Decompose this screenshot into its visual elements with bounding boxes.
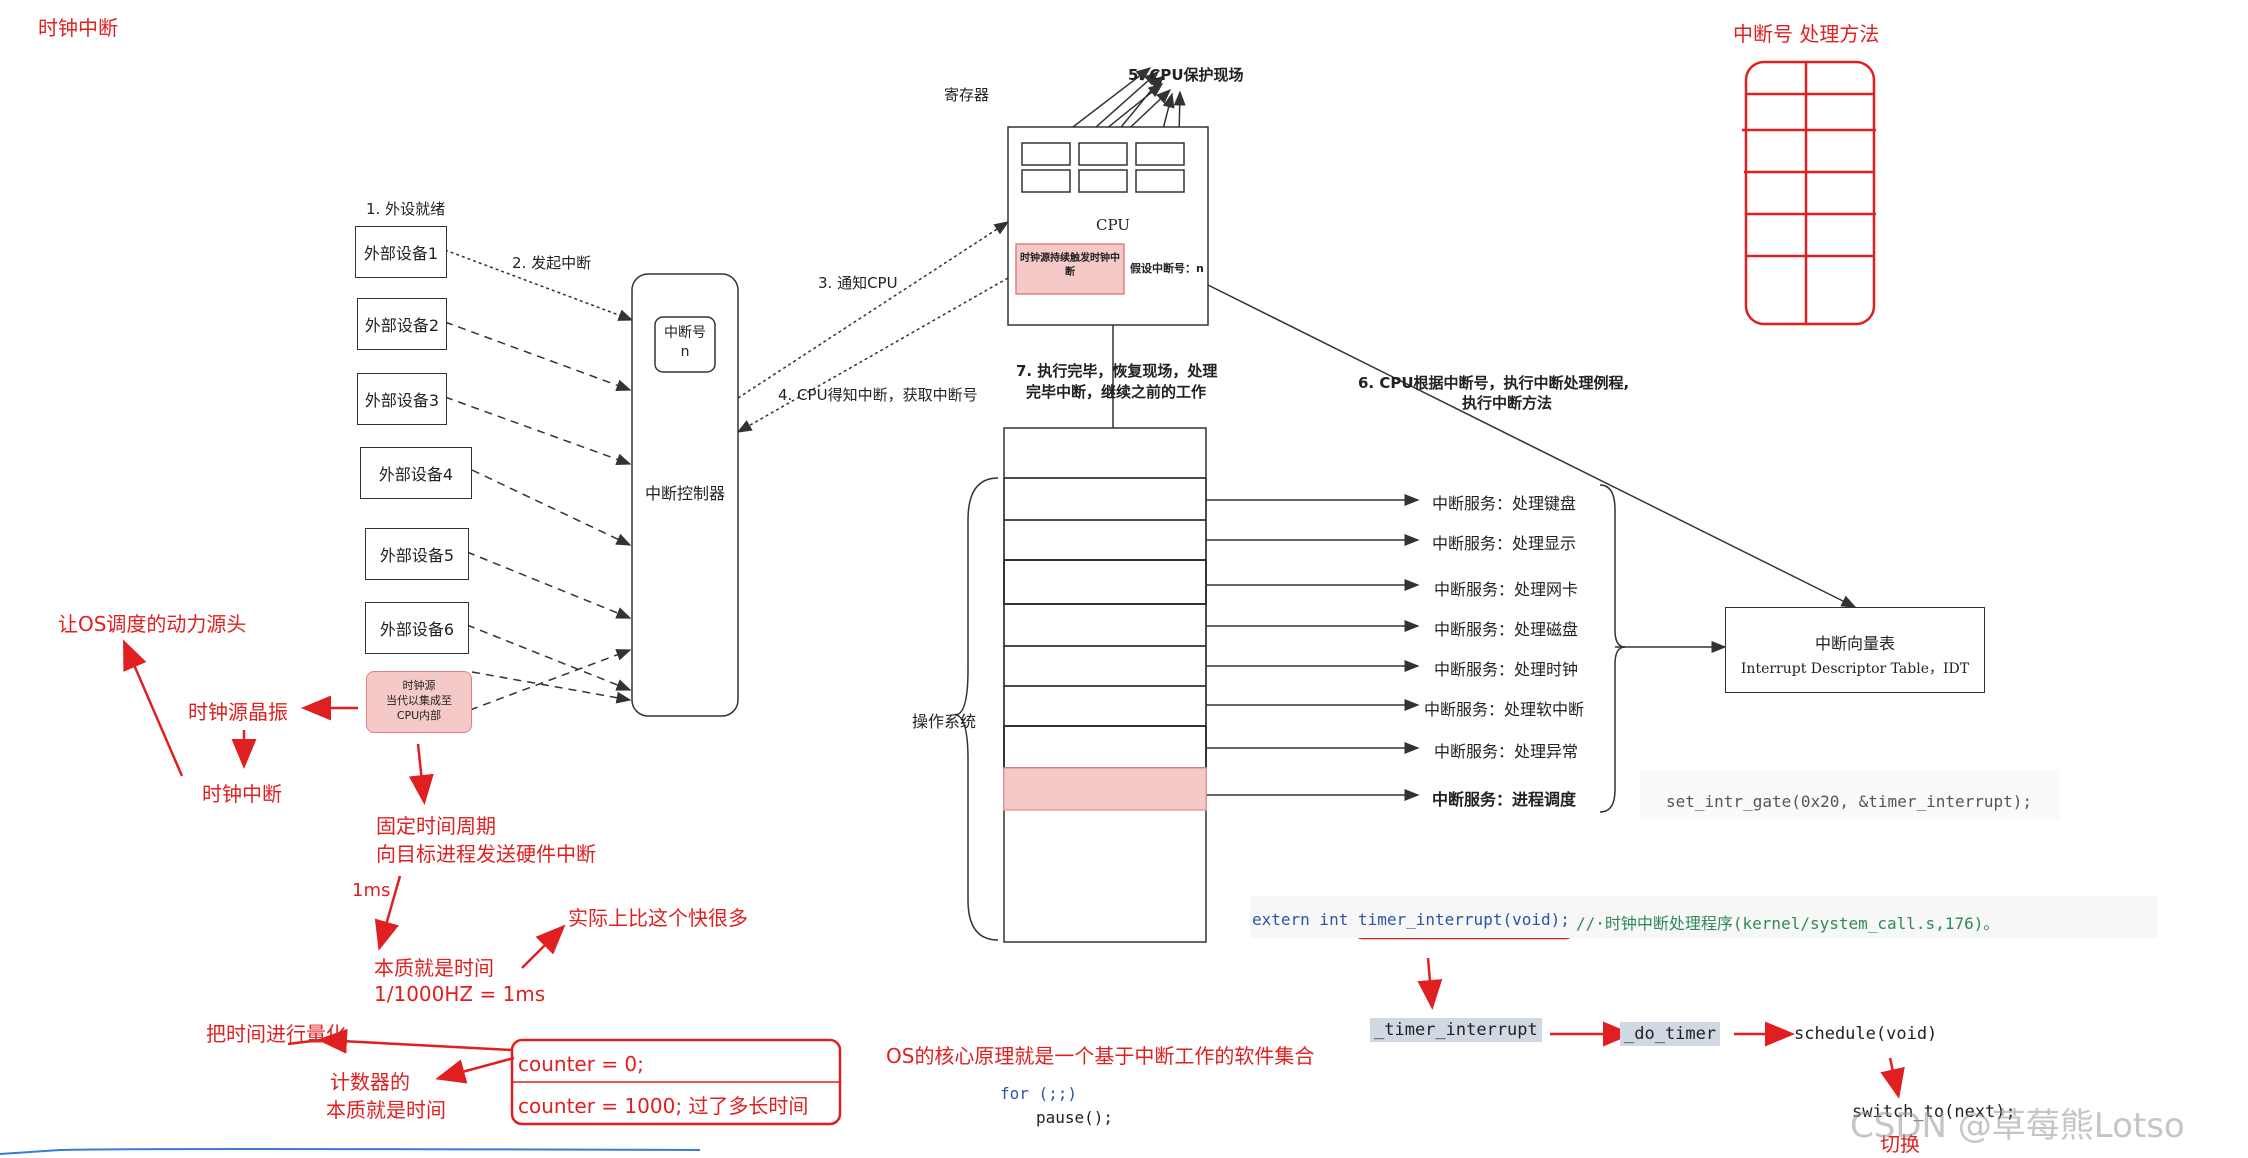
service-network: 中断服务：处理网卡 xyxy=(1434,580,1579,599)
service-softirq: 中断服务：处理软中断 xyxy=(1424,700,1585,719)
page-title: 时钟中断 xyxy=(38,16,118,40)
register-label: 寄存器 xyxy=(944,86,990,104)
idt-box: 中断向量表 Interrupt Descriptor Table，IDT xyxy=(1725,607,1985,693)
code-extern-bg xyxy=(1250,896,2158,938)
step3-label: 3. 通知CPU xyxy=(818,274,898,292)
code-extern-comment: //·时钟中断处理程序(kernel/system_call.s,176)。 xyxy=(1576,914,2000,933)
device-6: 外部设备6 xyxy=(365,602,469,654)
service-clock: 中断服务：处理时钟 xyxy=(1434,660,1579,679)
os-label: 操作系统 xyxy=(912,712,977,731)
cpu-label: CPU xyxy=(1096,216,1130,234)
assumed-irq-label: 假设中断号：n xyxy=(1130,262,1204,275)
note-crystal: 时钟源晶振 xyxy=(188,700,288,724)
device-5: 外部设备5 xyxy=(365,528,469,580)
code-schedule: schedule(void) xyxy=(1794,1024,1938,1044)
note-switch: 切换 xyxy=(1880,1132,1920,1156)
note-fixed-period: 固定时间周期 xyxy=(376,814,496,838)
note-formula: 1/1000HZ = 1ms xyxy=(374,982,546,1006)
note-essence-time: 本质就是时间 xyxy=(374,956,494,980)
code-set-intr-gate-bg xyxy=(1640,770,2060,820)
code-pause: pause(); xyxy=(1036,1108,1114,1127)
note-clock-interrupt: 时钟中断 xyxy=(202,782,282,806)
step4-label: 4. CPU得知中断，获取中断号 xyxy=(778,386,978,404)
step2-label: 2. 发起中断 xyxy=(512,254,592,272)
service-scheduling: 中断服务：进程调度 xyxy=(1432,790,1577,809)
code-timer-interrupt: _timer_interrupt xyxy=(1370,1018,1542,1042)
note-send-hw-interrupt: 向目标进程发送硬件中断 xyxy=(376,842,596,866)
device-3: 外部设备3 xyxy=(357,373,447,425)
cpu-clock-source-box: 时钟源持续触发时钟中断 xyxy=(1020,253,1120,278)
idt-title: 中断向量表 xyxy=(1814,634,1895,653)
clock-source-line2: 当代以集成至 xyxy=(386,694,452,707)
service-display: 中断服务：处理显示 xyxy=(1432,534,1577,553)
note-counter-essence-1: 计数器的 xyxy=(330,1070,410,1094)
note-faster: 实际上比这个快很多 xyxy=(568,906,748,930)
interrupt-controller: 中断控制器 xyxy=(644,484,725,503)
watermark: CSDN @草莓熊Lotso xyxy=(1850,1106,2185,1146)
code-set-intr-gate: set_intr_gate(0x20, &timer_interrupt); xyxy=(1666,792,2033,811)
service-disk: 中断服务：处理磁盘 xyxy=(1434,620,1579,639)
irq-method-label: 中断号 处理方法 xyxy=(1733,22,1880,46)
device-2: 外部设备2 xyxy=(357,298,447,350)
note-1ms: 1ms xyxy=(352,880,391,901)
step1-label: 1. 外设就绪 xyxy=(366,200,446,218)
code-for-loop: for (;;) xyxy=(1000,1084,1078,1103)
step6-line2: 执行中断方法 xyxy=(1462,394,1553,412)
code-extern-decl: extern int timer_interrupt(void); xyxy=(1252,910,1570,929)
idt-subtitle: Interrupt Descriptor Table，IDT xyxy=(1740,661,1970,677)
clock-source-line3: CPU内部 xyxy=(396,709,442,722)
step7-line2: 完毕中断，继续之前的工作 xyxy=(1026,383,1207,401)
controller-irq-label: 中断号 xyxy=(664,325,706,341)
note-counter-essence-2: 本质就是时间 xyxy=(326,1098,446,1122)
note-os-power: 让OS调度的动力源头 xyxy=(58,612,247,636)
note-os-core: OS的核心原理就是一个基于中断工作的软件集合 xyxy=(886,1044,1315,1068)
note-counter-0: counter = 0; xyxy=(518,1052,644,1076)
step5-label: 5. CPU保护现场 xyxy=(1128,66,1244,84)
service-keyboard: 中断服务：处理键盘 xyxy=(1432,494,1577,513)
code-switch-to: switch_to(next); xyxy=(1852,1102,2016,1122)
service-exception: 中断服务：处理异常 xyxy=(1434,742,1579,761)
note-quantize: 把时间进行量化 xyxy=(206,1022,346,1046)
device-1: 外部设备1 xyxy=(355,226,447,278)
controller-irq-value: n xyxy=(680,344,690,360)
step7-line1: 7. 执行完毕，恢复现场，处理 xyxy=(1016,362,1218,380)
step6-line1: 6. CPU根据中断号，执行中断处理例程, xyxy=(1358,374,1630,392)
note-counter-1000: counter = 1000; 过了多长时间 xyxy=(518,1094,809,1118)
clock-source-box: 时钟源 当代以集成至 CPU内部 xyxy=(366,671,472,733)
clock-source-line1: 时钟源 xyxy=(402,679,436,692)
device-4: 外部设备4 xyxy=(360,447,472,499)
code-do-timer: _do_timer xyxy=(1620,1022,1721,1046)
